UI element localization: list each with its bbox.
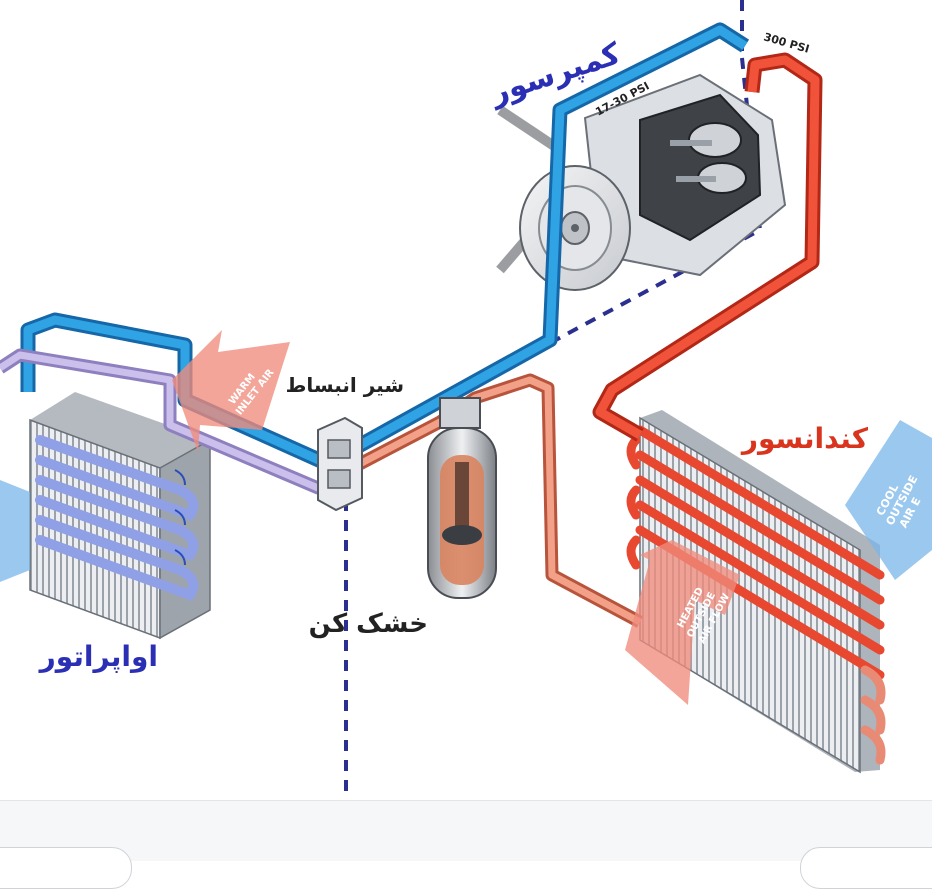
high-pressure-annotation: 300 PSI [762, 30, 811, 55]
condenser-label: کندانسور [740, 422, 869, 455]
compressor-label: کمپرسور [484, 36, 625, 111]
compressor [496, 73, 787, 291]
expansion-valve-label: شیر انبساط [286, 373, 404, 397]
warm-inlet-air-arrow [172, 330, 290, 452]
evaporator-unit [29, 392, 211, 640]
dryer-label: خشک کن [309, 609, 428, 639]
cool-outside-air-arrow [845, 420, 932, 580]
heated-outside-air-arrow [625, 540, 740, 705]
cold-air-out-arrow [0, 480, 30, 582]
dryer-receiver [427, 397, 497, 599]
bottom-left-control[interactable] [0, 847, 132, 889]
ac-refrigeration-diagram: کمپرسور کندانسور شیر انبساط خشک کن اواپر… [0, 0, 932, 800]
evaporator-label: اواپراتور [38, 640, 158, 673]
bottom-right-control[interactable] [800, 847, 932, 889]
condenser-unit [626, 410, 886, 774]
expansion-valve [317, 416, 363, 512]
bottom-toolbar [0, 800, 932, 889]
